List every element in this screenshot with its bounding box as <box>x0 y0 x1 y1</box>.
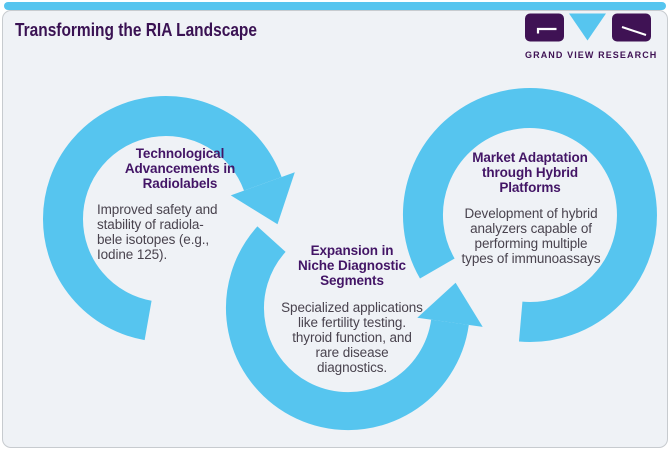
page-title: Transforming the RIA Landscape <box>15 20 257 40</box>
step-2-ring <box>225 226 469 431</box>
grand-view-research-logo: GRAND VIEW RESEARCH <box>525 13 658 60</box>
gvr-logo-marks <box>525 13 651 42</box>
step-1-arrowhead-icon <box>230 172 295 225</box>
logo-v-triangle-icon <box>569 13 606 41</box>
step-3-title: Market Adaptation through Hybrid Platfor… <box>472 150 588 195</box>
step-1-description: Improved safety and stability of radiola… <box>97 202 218 262</box>
logo-g-glyph-icon <box>536 27 557 34</box>
logo-r-block <box>612 13 651 42</box>
step-2-description: Specialized applications like fertility … <box>281 300 423 375</box>
step-1-ring <box>43 95 282 341</box>
step-3-description: Development of hybrid analyzers capable … <box>461 206 601 266</box>
step-1-title: Technological Advancements in Radiolabel… <box>124 146 236 191</box>
step-2-arrowhead-icon <box>417 282 483 327</box>
step-3-ring <box>403 88 657 342</box>
step-2-title: Expansion in Niche Diagnostic Segments <box>298 243 406 288</box>
top-accent-bar <box>4 2 666 10</box>
logo-r-glyph-icon <box>621 26 647 36</box>
content-card <box>2 10 668 448</box>
logo-wordmark: GRAND VIEW RESEARCH <box>525 50 658 60</box>
logo-g-block <box>525 13 564 42</box>
